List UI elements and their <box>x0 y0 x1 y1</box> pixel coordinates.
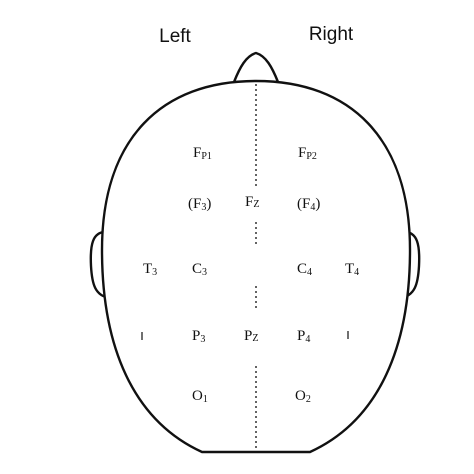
electrode-c4: C4 <box>297 261 312 278</box>
electrode-t4: T4 <box>345 261 359 278</box>
electrode-f3: (F3) <box>188 196 211 213</box>
electrode-pz: PZ <box>244 328 258 344</box>
right-label: Right <box>309 24 354 45</box>
electrode-t3: T3 <box>143 261 157 278</box>
head-outline <box>100 79 412 454</box>
electrode-c3: C3 <box>192 261 207 278</box>
electrode-fz: FZ <box>245 194 259 210</box>
electrode-p3: P3 <box>192 328 205 345</box>
left-label: Left <box>159 26 191 47</box>
electrode-f4: (F4) <box>297 196 320 213</box>
electrode-fp1: FP1 <box>193 145 212 162</box>
electrode-fp2: FP2 <box>298 145 317 162</box>
electrode-p4: P4 <box>297 328 310 345</box>
nose <box>232 51 280 84</box>
electrode-o1: O1 <box>192 388 208 405</box>
electrode-o2: O2 <box>295 388 311 405</box>
